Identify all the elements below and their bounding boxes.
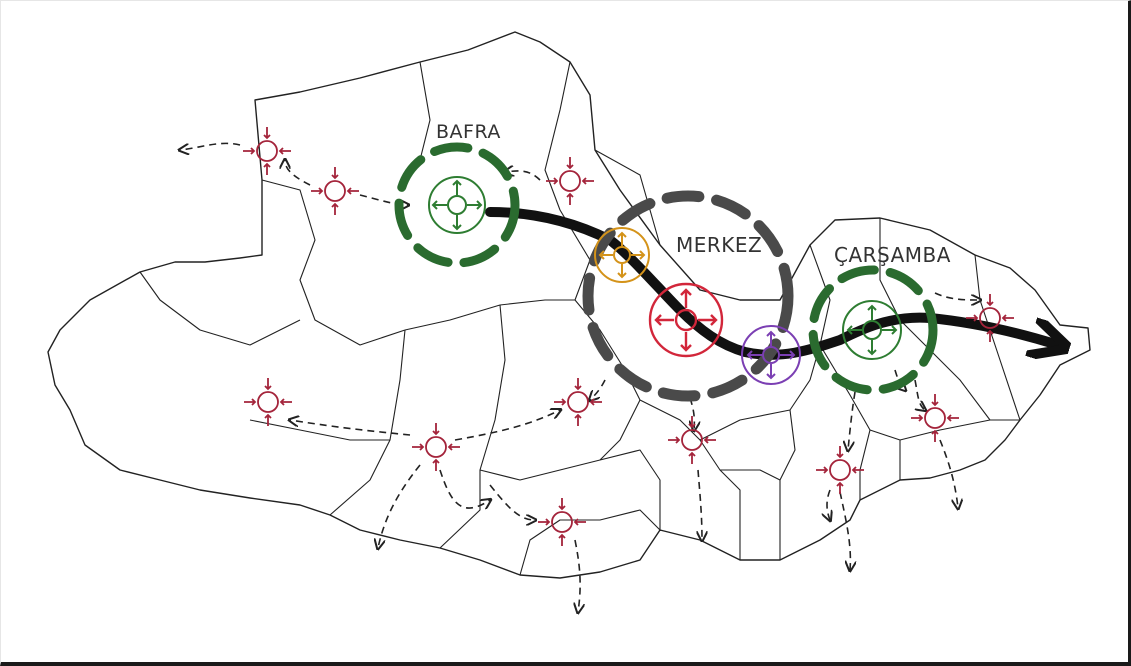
main-corridor [485, 207, 1058, 355]
province-outline [47, 31, 1091, 579]
merkez-ring [582, 190, 794, 402]
flow-arrows [180, 142, 980, 612]
district-borders [139, 61, 1021, 576]
small-center-5 [554, 378, 602, 426]
bafra-center [428, 176, 486, 234]
small-center-2 [311, 167, 359, 215]
small-center-11 [966, 294, 1014, 342]
label-carsamba: ÇARŞAMBA [834, 243, 951, 267]
merkez-center [648, 282, 724, 358]
label-merkez: MERKEZ [676, 233, 762, 257]
small-center-3 [546, 157, 594, 205]
small-center-9 [816, 446, 864, 494]
center-rings [394, 142, 938, 402]
small-center-10 [911, 394, 959, 442]
label-bafra: BAFRA [436, 121, 501, 143]
carsamba-center [842, 300, 902, 360]
bafra-ring [394, 142, 520, 268]
small-center-6 [412, 423, 460, 471]
small-center-7 [668, 416, 716, 464]
small-center-4 [244, 378, 292, 426]
orange-center [594, 227, 650, 283]
small-center-8 [538, 498, 586, 546]
small-center-1 [243, 127, 291, 175]
small-centers [243, 127, 1014, 546]
purple-center [741, 325, 801, 385]
carsamba-ring [808, 265, 938, 395]
